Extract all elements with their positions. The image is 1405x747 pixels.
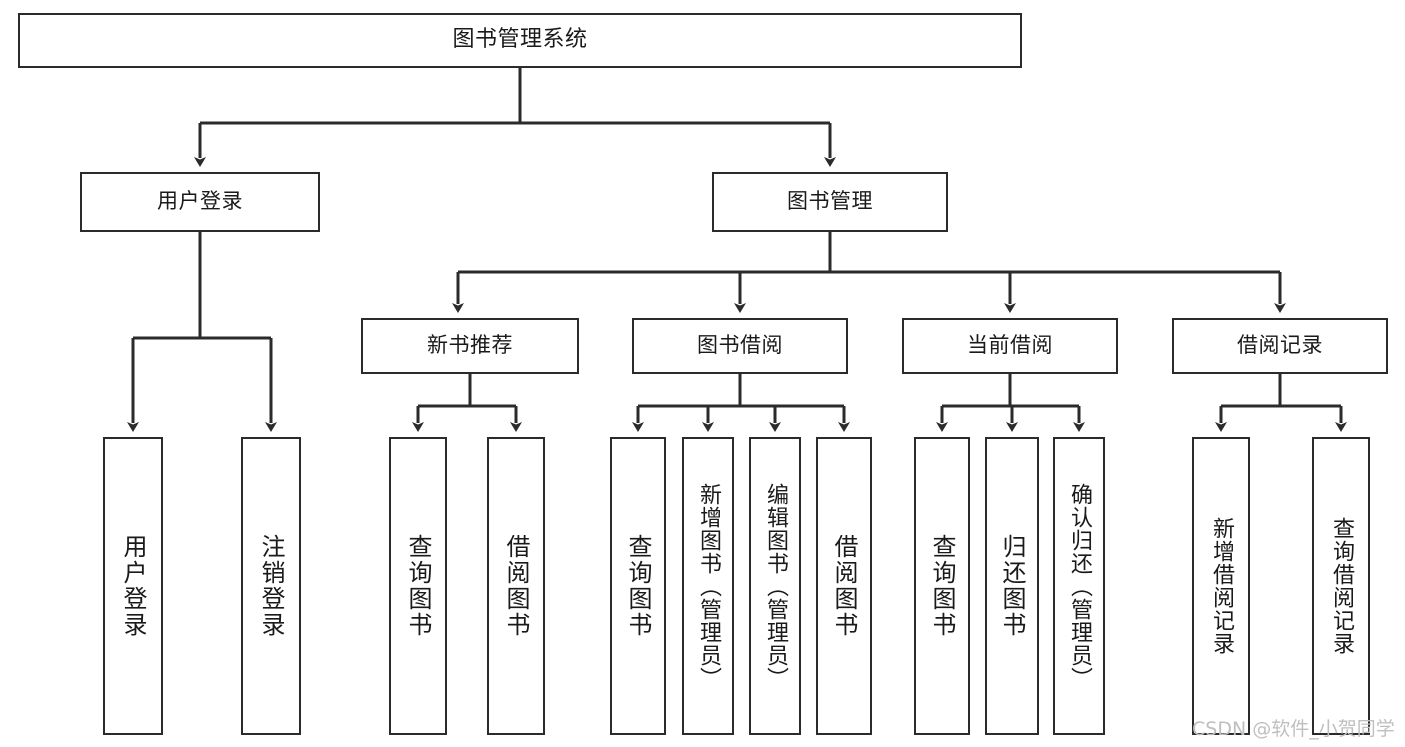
edge-borrow-record-to-leaves bbox=[1215, 374, 1347, 432]
node-borrow-record[interactable]: 借阅记录 bbox=[1172, 318, 1388, 374]
leaf-confirm-return-admin[interactable]: 确认归还（管理员） bbox=[1053, 437, 1105, 735]
leaf-query-book-recommend[interactable]: 查询图书 bbox=[389, 437, 447, 735]
leaf-add-book-admin[interactable]: 新增图书（管理员） bbox=[682, 437, 734, 735]
node-label: 借阅记录 bbox=[1237, 333, 1323, 358]
node-new-book-recommend[interactable]: 新书推荐 bbox=[361, 318, 579, 374]
node-label: 归还图书 bbox=[998, 534, 1026, 638]
node-label: 编辑图书（管理员） bbox=[763, 482, 788, 690]
edge-current-borrow-to-leaves bbox=[936, 374, 1085, 432]
node-label: 查询图书 bbox=[624, 534, 652, 638]
csdn-watermark: CSDN @软件_小贺同学 bbox=[1192, 718, 1395, 740]
node-label: 查询图书 bbox=[404, 534, 432, 638]
node-label: 图书借阅 bbox=[697, 333, 783, 358]
node-label: 新增图书（管理员） bbox=[696, 482, 721, 690]
node-label: 新书推荐 bbox=[427, 333, 513, 358]
node-book-management[interactable]: 图书管理 bbox=[712, 172, 948, 232]
edge-book-mgmt-to-level2 bbox=[452, 232, 1286, 313]
node-label: 新增借阅记录 bbox=[1209, 517, 1234, 655]
node-root-system[interactable]: 图书管理系统 bbox=[18, 13, 1022, 68]
node-label: 图书管理系统 bbox=[452, 27, 588, 53]
node-label: 查询图书 bbox=[928, 534, 956, 638]
edge-book-borrow-to-leaves bbox=[632, 374, 850, 432]
leaf-return-book[interactable]: 归还图书 bbox=[985, 437, 1039, 735]
leaf-borrow-book-recommend[interactable]: 借阅图书 bbox=[487, 437, 545, 735]
node-label: 用户登录 bbox=[119, 534, 147, 638]
leaf-logout[interactable]: 注销登录 bbox=[241, 437, 301, 735]
leaf-query-book-borrow[interactable]: 查询图书 bbox=[610, 437, 666, 735]
leaf-borrow-book[interactable]: 借阅图书 bbox=[816, 437, 872, 735]
leaf-add-borrow-record[interactable]: 新增借阅记录 bbox=[1192, 437, 1250, 735]
leaf-edit-book-admin[interactable]: 编辑图书（管理员） bbox=[749, 437, 801, 735]
edge-new-book-rec-to-leaves bbox=[412, 374, 522, 432]
node-current-borrow[interactable]: 当前借阅 bbox=[902, 318, 1118, 374]
edge-root-to-level1 bbox=[194, 68, 836, 167]
edge-user-login-to-leaves bbox=[127, 232, 277, 432]
node-label: 查询借阅记录 bbox=[1329, 517, 1354, 655]
node-book-borrow[interactable]: 图书借阅 bbox=[632, 318, 848, 374]
leaf-user-login[interactable]: 用户登录 bbox=[103, 437, 163, 735]
node-label: 当前借阅 bbox=[967, 333, 1053, 358]
node-label: 借阅图书 bbox=[502, 534, 530, 638]
node-label: 借阅图书 bbox=[830, 534, 858, 638]
node-label: 确认归还（管理员） bbox=[1067, 482, 1092, 690]
node-label: 注销登录 bbox=[257, 534, 285, 638]
node-label: 图书管理 bbox=[787, 189, 873, 214]
node-label: 用户登录 bbox=[157, 189, 243, 214]
leaf-query-book-current[interactable]: 查询图书 bbox=[914, 437, 970, 735]
node-user-login[interactable]: 用户登录 bbox=[80, 172, 320, 232]
leaf-query-borrow-record[interactable]: 查询借阅记录 bbox=[1312, 437, 1370, 735]
